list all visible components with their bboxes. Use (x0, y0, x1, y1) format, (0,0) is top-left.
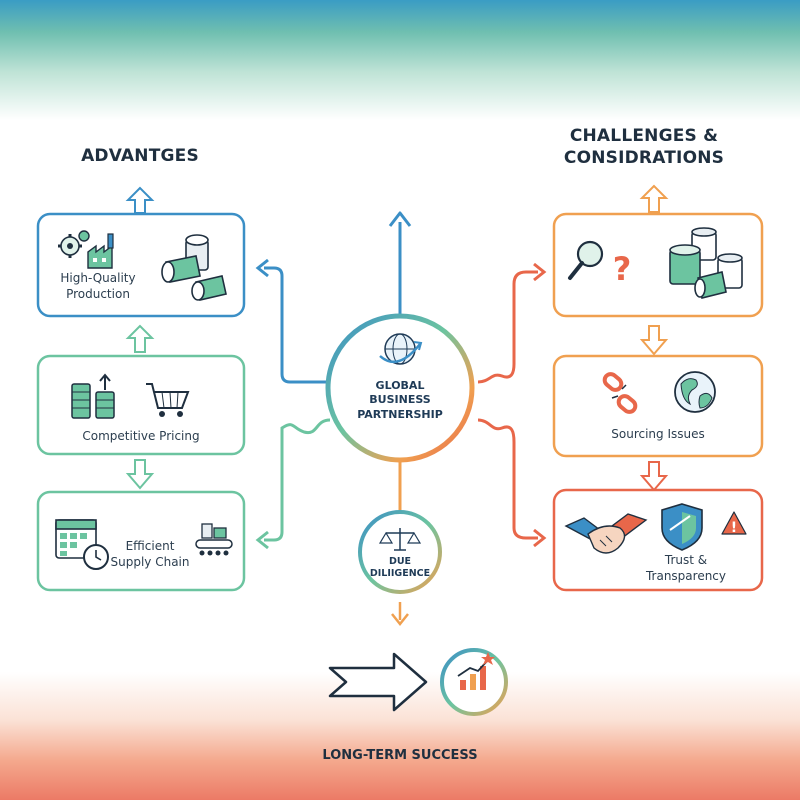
challenge-label-trust-line1: Trust & (664, 553, 708, 567)
connector-up (388, 211, 412, 318)
connector-down-arrow (391, 602, 409, 627)
hub-circle (325, 313, 475, 463)
hollow-arrow-up-blue (125, 186, 155, 214)
due-diligence-label: DUE DILIIGENCE (362, 556, 438, 580)
challenges-heading-line1: CHALLENGES & (569, 126, 719, 146)
svg-text:!: ! (731, 520, 737, 536)
globe-icon (674, 371, 716, 413)
scales-icon (378, 528, 422, 551)
gears-factory-icon (58, 230, 114, 269)
shield-icon (661, 503, 703, 551)
advantage-label-supply: Efficient Supply Chain (102, 538, 198, 570)
due-diligence-circle (358, 510, 442, 594)
globe-arrows-icon (379, 333, 423, 365)
connector-advantage-3 (255, 418, 331, 550)
svg-text:?: ? (613, 250, 632, 288)
advantages-heading: ADVANTGES (81, 146, 199, 166)
due-diligence-label-line2: DILIIGENCE (369, 567, 431, 579)
advantage-box-pricing (36, 354, 246, 456)
magnifier-icon (568, 240, 604, 280)
hub-label-line1: GLOBAL (375, 379, 425, 392)
connector-challenge-1 (477, 262, 547, 384)
hub-label-line2: BUSINESS (369, 393, 431, 407)
conveyor-icon (195, 523, 233, 556)
advantage-label-high-quality-line2: Production (66, 287, 130, 302)
challenge-label-trust: Trust & Transparency (630, 552, 742, 584)
hollow-arrow-up-orange (639, 184, 669, 213)
due-diligence-label-line1: DUE (388, 556, 412, 567)
connector-challenge-3 (477, 418, 547, 548)
warning-icon: ! (721, 511, 747, 536)
advantage-label-supply-line1: Efficient (125, 539, 175, 553)
big-hollow-arrow-right (328, 652, 428, 712)
hollow-arrow-down-red (639, 461, 669, 492)
challenge-box-trust (552, 488, 764, 592)
broken-chain-icon (602, 372, 638, 414)
question-mark-icon: ? (613, 250, 632, 288)
rolls-icon (161, 234, 227, 301)
coins-icon (71, 373, 115, 419)
shopping-cart-icon (146, 383, 190, 417)
advantage-label-pricing: Competitive Pricing (48, 428, 234, 444)
advantage-label-supply-line2: Supply Chain (110, 555, 190, 570)
hollow-arrow-up-green (125, 324, 155, 353)
calendar-clock-icon (55, 519, 109, 570)
challenges-heading-line2: CONSIDRATIONS (563, 148, 725, 168)
challenge-label-trust-line2: Transparency (645, 569, 727, 584)
advantage-label-high-quality-line1: High-Quality (60, 271, 136, 285)
challenge-label-sourcing: Sourcing Issues (564, 426, 752, 442)
handshake-icon (564, 513, 648, 554)
hub-label: GLOBAL BUSINESS PARTNERSHIP (340, 379, 460, 422)
advantage-label-pricing-line1: Competitive Pricing (82, 429, 200, 443)
long-term-success-label: LONG-TERM SUCCESS (322, 748, 478, 763)
hollow-arrow-down-green (125, 459, 155, 490)
challenge-label-sourcing-line1: Sourcing Issues (611, 427, 705, 441)
connector-advantage-1 (255, 258, 330, 384)
growth-chart-icon (457, 652, 495, 690)
hollow-arrow-down-orange (639, 325, 669, 356)
rolls-stack-icon (669, 227, 743, 299)
hub-label-line3: PARTNERSHIP (357, 407, 443, 421)
advantage-label-high-quality: High-Quality Production (48, 270, 148, 302)
